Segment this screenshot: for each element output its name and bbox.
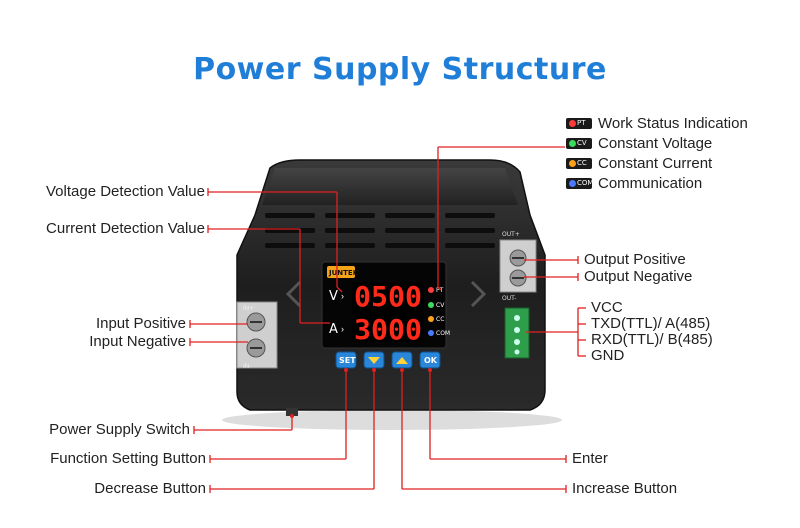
current-unit: A — [329, 322, 338, 337]
out-minus-label: OUT- — [502, 295, 516, 302]
svg-text:OK: OK — [424, 356, 438, 365]
com-led-icon: COM — [566, 177, 593, 189]
legend-item-cv: CV Constant Voltage — [566, 135, 712, 153]
callout-lines — [190, 146, 586, 490]
input-positive-label: Input Positive — [95, 315, 186, 332]
com-led-icon — [428, 330, 434, 336]
legend-item-com: COM Communication — [566, 175, 702, 193]
decrease-button[interactable] — [363, 351, 385, 369]
down-arrow-icon — [368, 357, 380, 364]
svg-text:›: › — [341, 324, 344, 334]
rxd-label: RXD(TTL)/ B(485) — [591, 331, 713, 348]
svg-text:PT: PT — [436, 287, 444, 294]
decrease-button-label: Decrease Button — [94, 480, 206, 497]
up-arrow-icon — [396, 357, 408, 364]
current-reading: 3000 — [354, 313, 422, 346]
legend-label: Constant Voltage — [598, 135, 713, 152]
display-screen — [352, 282, 424, 342]
status-leds: PT CV CC COM — [428, 287, 450, 337]
brand-label: JUNTEK — [328, 269, 359, 277]
legend-label: Work Status Indication — [598, 115, 748, 132]
voltage-detection-label: Voltage Detection Value — [45, 183, 205, 200]
legend-item-cc: CC Constant Current — [566, 155, 712, 173]
left-chevron-icon — [285, 280, 302, 308]
legend-label: Communication — [598, 175, 703, 192]
set-button[interactable]: SET — [335, 351, 357, 369]
txd-label: TXD(TTL)/ A(485) — [591, 315, 711, 332]
vcc-label: VCC — [591, 299, 623, 316]
output-positive-label: Output Positive — [584, 251, 686, 268]
function-setting-label: Function Setting Button — [50, 450, 206, 467]
input-negative-label: Input Negative — [89, 333, 186, 350]
page-title: Power Supply Structure — [193, 52, 607, 87]
callout-dots — [290, 368, 432, 418]
increase-button-label: Increase Button — [572, 480, 678, 497]
current-detection-label: Current Detection Value — [46, 220, 205, 237]
increase-button[interactable] — [391, 351, 413, 369]
out-plus-label: OUT+ — [502, 231, 520, 238]
voltage-unit: V — [329, 289, 338, 304]
cv-led-icon — [428, 302, 434, 308]
voltage-reading: 0500 — [354, 280, 422, 313]
shadow — [222, 410, 562, 430]
svg-text:›: › — [341, 291, 344, 301]
in-plus-label: IN+ — [243, 305, 254, 312]
svg-text:COM: COM — [436, 330, 450, 337]
legend-item-pt: PT Work Status Indication — [566, 115, 748, 133]
svg-text:CV: CV — [436, 302, 445, 309]
callout-ticks — [189, 188, 579, 493]
pt-led-icon: PT — [566, 117, 592, 129]
cv-led-icon: CV — [566, 137, 592, 149]
gnd-label: GND — [591, 347, 625, 364]
right-chevron-icon — [470, 280, 487, 308]
cc-led-icon — [428, 316, 434, 322]
pt-led-icon — [428, 287, 434, 293]
cc-led-icon: CC — [566, 157, 592, 169]
svg-text:SET: SET — [339, 356, 356, 365]
output-negative-label: Output Negative — [584, 268, 693, 285]
power-switch-label: Power Supply Switch — [49, 421, 190, 438]
in-minus-label: IN- — [243, 363, 251, 370]
legend-label: Constant Current — [598, 155, 713, 172]
power-switch[interactable] — [286, 408, 298, 416]
enter-label: Enter — [572, 450, 608, 467]
top-panel — [262, 168, 518, 205]
svg-text:CC: CC — [436, 316, 444, 323]
ok-button[interactable]: OK — [419, 351, 441, 369]
brand-badge — [327, 266, 355, 278]
